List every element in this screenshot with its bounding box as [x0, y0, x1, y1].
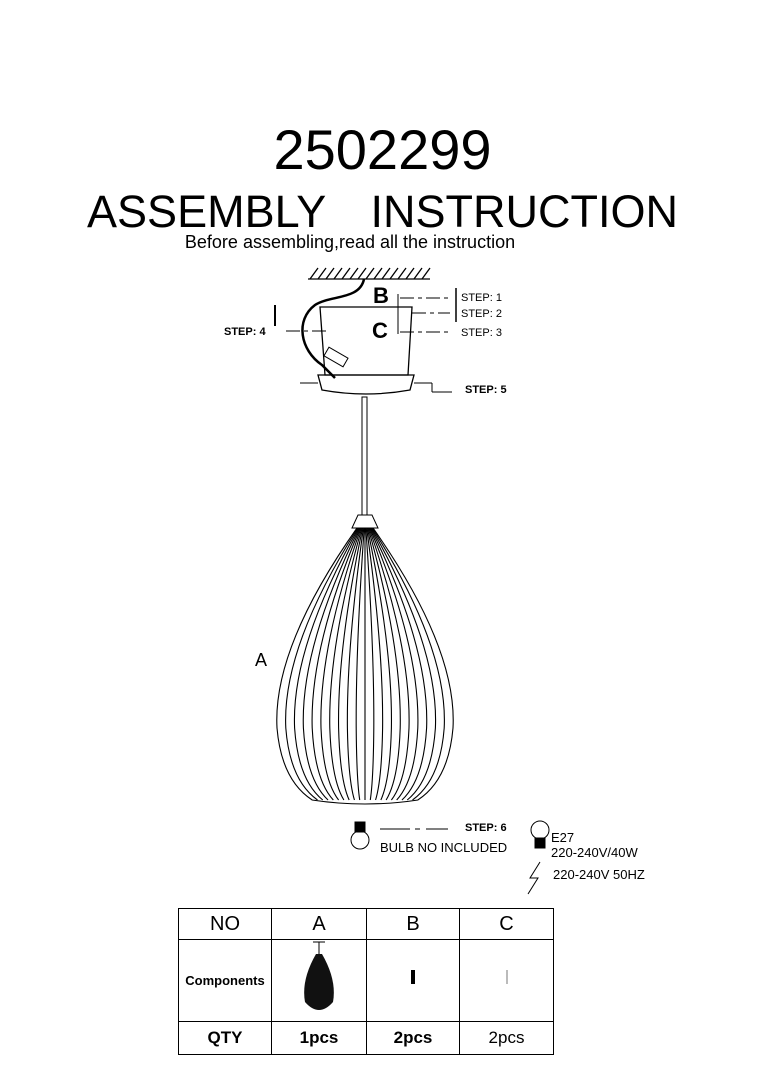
shade-rib	[276, 527, 358, 801]
shade-rib	[302, 527, 360, 801]
shade-rib	[366, 527, 393, 801]
step-4: STEP: 4	[224, 326, 266, 338]
bulb-note: BULB NO INCLUDED	[380, 840, 508, 855]
qty-a: 1pcs	[271, 1021, 367, 1055]
lightning-icon	[527, 861, 541, 895]
shade-rib	[285, 527, 359, 801]
shade-rib	[372, 527, 454, 801]
shade-cap	[351, 514, 379, 529]
label-c: C	[372, 318, 388, 343]
shade-rib	[355, 527, 365, 801]
step-6: STEP: 6	[465, 822, 507, 834]
component-a-image	[271, 939, 367, 1022]
label-b: B	[373, 283, 389, 308]
qty-label: QTY	[178, 1021, 272, 1055]
shade-rib	[369, 527, 419, 801]
shade-rib	[367, 527, 401, 801]
shade-rib	[293, 527, 360, 801]
header-no: NO	[178, 908, 272, 940]
qty-b: 2pcs	[366, 1021, 460, 1055]
power-cable	[301, 278, 366, 379]
shade-rib	[320, 527, 362, 801]
step-3: STEP: 3	[461, 327, 502, 339]
shade-bottom-rim	[311, 799, 419, 805]
voltage: 220-240V 50HZ	[553, 867, 645, 882]
component-b-image	[366, 939, 460, 1022]
suspension-rod	[361, 396, 368, 516]
shade-rib	[366, 527, 384, 801]
bulb-power: 220-240V/40W	[551, 845, 638, 860]
page-title: ASSEMBLY INSTRUCTION	[87, 186, 678, 237]
header-b: B	[366, 908, 460, 940]
label-a: A	[255, 650, 268, 670]
shade-rib	[329, 527, 363, 801]
step-1: STEP: 1	[461, 292, 502, 304]
component-c-image	[459, 939, 554, 1022]
shade-rib	[365, 527, 375, 801]
bulb-icon	[350, 820, 550, 850]
step-5: STEP: 5	[465, 384, 507, 396]
lamp-shade	[276, 527, 454, 805]
shade-rib	[311, 527, 361, 801]
model-number: 2502299	[273, 118, 492, 181]
ceiling-hatch	[308, 267, 431, 280]
shade-rib	[370, 527, 437, 801]
shade-rib	[370, 527, 428, 801]
shade-rib	[346, 527, 364, 801]
shade-rib	[337, 527, 364, 801]
header-c: C	[459, 908, 554, 940]
components-label: Components	[178, 939, 272, 1022]
bulb-type: E27	[551, 830, 575, 845]
qty-c: 2pcs	[459, 1021, 554, 1055]
header-a: A	[271, 908, 367, 940]
subtitle: Before assembling,read all the instructi…	[184, 232, 516, 252]
components-table: NO A B C Components QTY 1pcs 2pcs 2pcs	[178, 908, 554, 1055]
shade-rib	[371, 527, 445, 801]
step-2: STEP: 2	[461, 308, 502, 320]
shade-rib	[368, 527, 410, 801]
